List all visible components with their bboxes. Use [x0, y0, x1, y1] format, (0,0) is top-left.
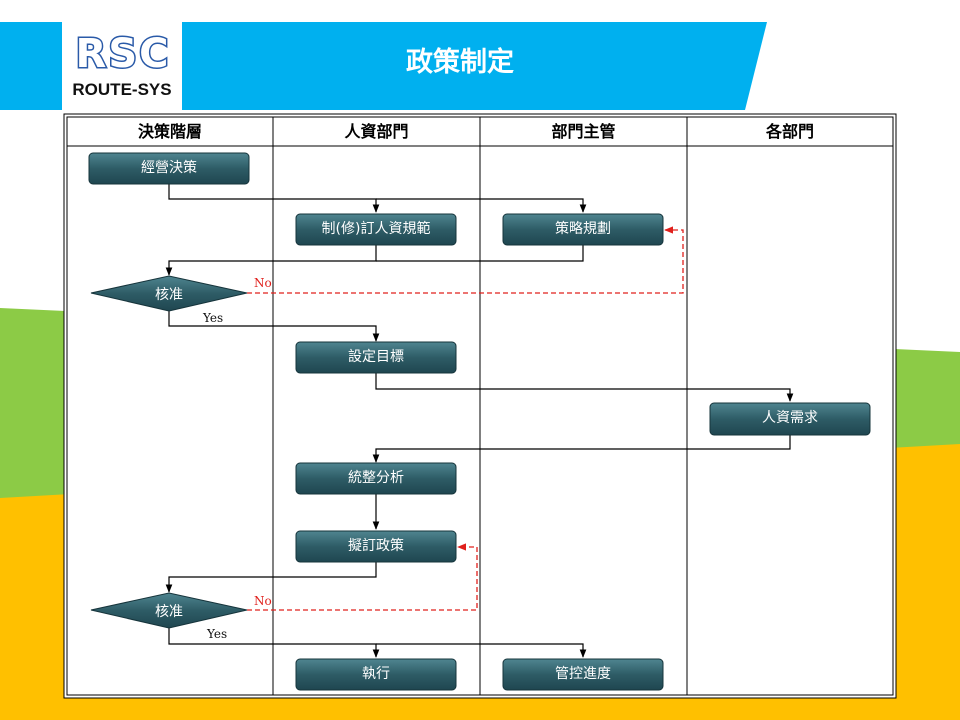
- node-n5: [709, 402, 871, 436]
- edge-d1-n4: [168, 311, 380, 342]
- edge-n7-d2: [165, 562, 377, 593]
- decision-d1: [90, 275, 248, 312]
- node-n4: [295, 341, 457, 374]
- node-n9: [502, 658, 664, 691]
- node-n8-label: 執行: [362, 666, 390, 682]
- node-n6-label: 統整分析: [348, 470, 404, 486]
- edge-n5-n6: [372, 435, 791, 463]
- decision-d1-label: 核准: [155, 287, 183, 303]
- node-n5-label: 人資需求: [762, 410, 818, 426]
- node-n3-label: 策略規劃: [555, 221, 611, 237]
- node-n3: [502, 213, 664, 246]
- node-n4-label: 設定目標: [348, 349, 404, 365]
- page-title: 政策制定: [406, 47, 514, 78]
- node-n6: [295, 462, 457, 495]
- edge-n4-n5: [375, 373, 794, 402]
- decision-d2-label: 核准: [155, 604, 183, 620]
- edge-d1-n3-no: [247, 226, 684, 294]
- header-banner: [0, 22, 767, 110]
- edge-d2-n9: [376, 643, 587, 658]
- lane-header-departments: 各部門: [765, 122, 814, 141]
- node-n1-label: 經營決策: [141, 160, 197, 176]
- edge-d2-n7-no: [247, 543, 478, 611]
- edge-n2-d1: [165, 245, 377, 276]
- lane-header-decision: 決策階層: [137, 122, 202, 141]
- lane-header-supervisor: 部門主管: [551, 122, 616, 141]
- node-n1: [88, 152, 250, 185]
- logo: RSC ROUTE-SYS: [62, 22, 182, 110]
- node-n7: [295, 530, 457, 563]
- decision-d2: [90, 592, 248, 629]
- node-n7-label: 擬訂政策: [348, 538, 404, 554]
- node-n2: [295, 213, 457, 246]
- edge-n3-d1: [376, 245, 584, 262]
- edge-label-no-2: No: [254, 594, 272, 608]
- node-n2-label: 制(修)訂人資規範: [321, 221, 431, 237]
- edge-label-no-1: No: [254, 276, 272, 290]
- node-n8: [295, 658, 457, 691]
- edge-label-yes-1: Yes: [203, 311, 224, 325]
- edge-d2-n8: [168, 628, 380, 658]
- edge-n1-n3: [376, 198, 587, 213]
- logo-mark: RSC: [74, 31, 171, 78]
- lane-header-hr: 人資部門: [344, 122, 409, 141]
- node-n9-label: 管控進度: [555, 666, 611, 682]
- edge-label-yes-2: Yes: [207, 627, 228, 641]
- logo-text: ROUTE-SYS: [72, 80, 172, 99]
- edge-n1-n2: [168, 184, 380, 213]
